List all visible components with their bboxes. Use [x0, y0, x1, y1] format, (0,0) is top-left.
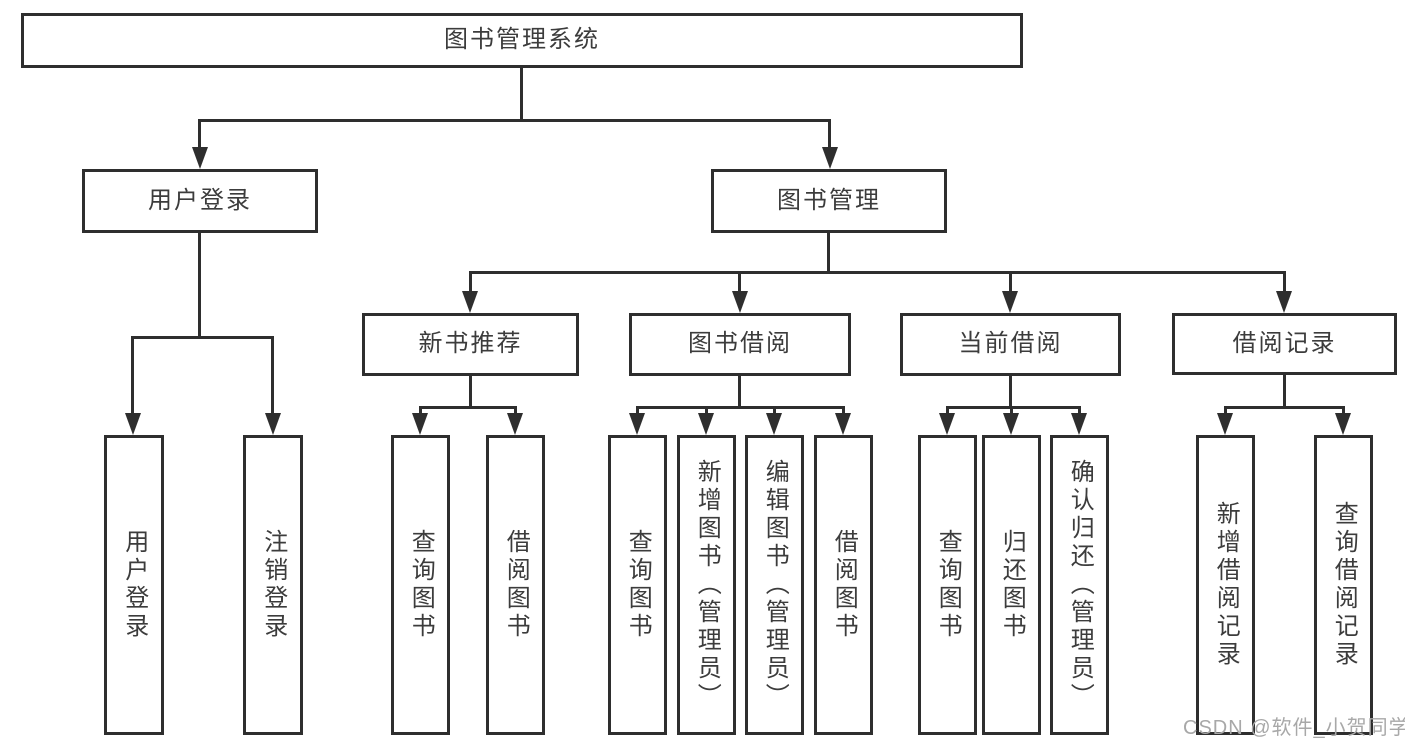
connector-line — [419, 406, 517, 409]
connector-line — [419, 406, 422, 418]
arrow-down-icon — [412, 413, 428, 435]
connector-line — [842, 406, 845, 418]
connector-line — [198, 119, 201, 150]
connector-line — [1078, 406, 1081, 418]
connector-line — [636, 406, 639, 418]
connector-line — [469, 271, 1286, 274]
connector-line — [271, 336, 274, 418]
connector-line — [1224, 406, 1227, 418]
arrow-down-icon — [462, 291, 478, 313]
leaf-add-borrow-record: 新增借阅记录 — [1196, 435, 1255, 735]
leaf-borrow-books-borrowing: 借阅图书 — [814, 435, 873, 735]
connector-line — [1283, 271, 1286, 294]
connector-line — [520, 68, 523, 122]
connector-line — [131, 336, 134, 418]
connector-line — [946, 406, 949, 418]
arrow-down-icon — [822, 147, 838, 169]
arrow-down-icon — [1002, 291, 1018, 313]
connector-line — [946, 406, 1081, 409]
leaf-user-login: 用户登录 — [104, 435, 164, 735]
connector-line — [514, 406, 517, 418]
watermark: CSDN @软件_小贺同学 — [1183, 717, 1405, 739]
arrow-down-icon — [1276, 291, 1292, 313]
leaf-query-books-current: 查询图书 — [918, 435, 977, 735]
connector-line — [738, 376, 741, 409]
connector-line — [469, 271, 472, 294]
connector-line — [131, 336, 274, 339]
connector-line — [828, 119, 831, 150]
arrow-down-icon — [835, 413, 851, 435]
connector-line — [773, 406, 776, 418]
arrow-down-icon — [1071, 413, 1087, 435]
arrow-down-icon — [1003, 413, 1019, 435]
leaf-confirm-return-admin: 确认归还（管理员） — [1050, 435, 1109, 735]
node-root: 图书管理系统 — [21, 13, 1023, 68]
node-book-borrowing: 图书借阅 — [629, 313, 851, 376]
arrow-down-icon — [732, 291, 748, 313]
leaf-query-books-borrowing: 查询图书 — [608, 435, 667, 735]
connector-line — [469, 376, 472, 409]
arrow-down-icon — [1217, 413, 1233, 435]
leaf-logout-login: 注销登录 — [243, 435, 303, 735]
arrow-down-icon — [265, 413, 281, 435]
connector-line — [705, 406, 708, 418]
leaf-return-book: 归还图书 — [982, 435, 1041, 735]
arrow-down-icon — [939, 413, 955, 435]
connector-line — [1009, 271, 1012, 294]
arrow-down-icon — [698, 413, 714, 435]
node-new-book-recommend: 新书推荐 — [362, 313, 579, 376]
connector-line — [1009, 376, 1012, 409]
arrow-down-icon — [125, 413, 141, 435]
connector-line — [1283, 375, 1286, 409]
connector-line — [198, 119, 831, 122]
node-user-login: 用户登录 — [82, 169, 318, 233]
leaf-query-books-recommend: 查询图书 — [391, 435, 450, 735]
arrow-down-icon — [1335, 413, 1351, 435]
leaf-edit-book-admin: 编辑图书（管理员） — [745, 435, 804, 735]
node-current-borrowing: 当前借阅 — [900, 313, 1121, 376]
leaf-add-book-admin: 新增图书（管理员） — [677, 435, 736, 735]
connector-line — [1224, 406, 1345, 409]
leaf-query-borrow-record: 查询借阅记录 — [1314, 435, 1373, 735]
arrow-down-icon — [629, 413, 645, 435]
arrow-down-icon — [192, 147, 208, 169]
arrow-down-icon — [766, 413, 782, 435]
arrow-down-icon — [507, 413, 523, 435]
leaf-borrow-books-recommend: 借阅图书 — [486, 435, 545, 735]
connector-line — [1342, 406, 1345, 418]
connector-line — [636, 406, 845, 409]
connector-line — [827, 233, 830, 274]
node-book-management: 图书管理 — [711, 169, 947, 233]
node-borrowing-records: 借阅记录 — [1172, 313, 1397, 375]
connector-line — [198, 233, 201, 339]
connector-line — [1010, 406, 1013, 418]
connector-line — [738, 271, 741, 294]
